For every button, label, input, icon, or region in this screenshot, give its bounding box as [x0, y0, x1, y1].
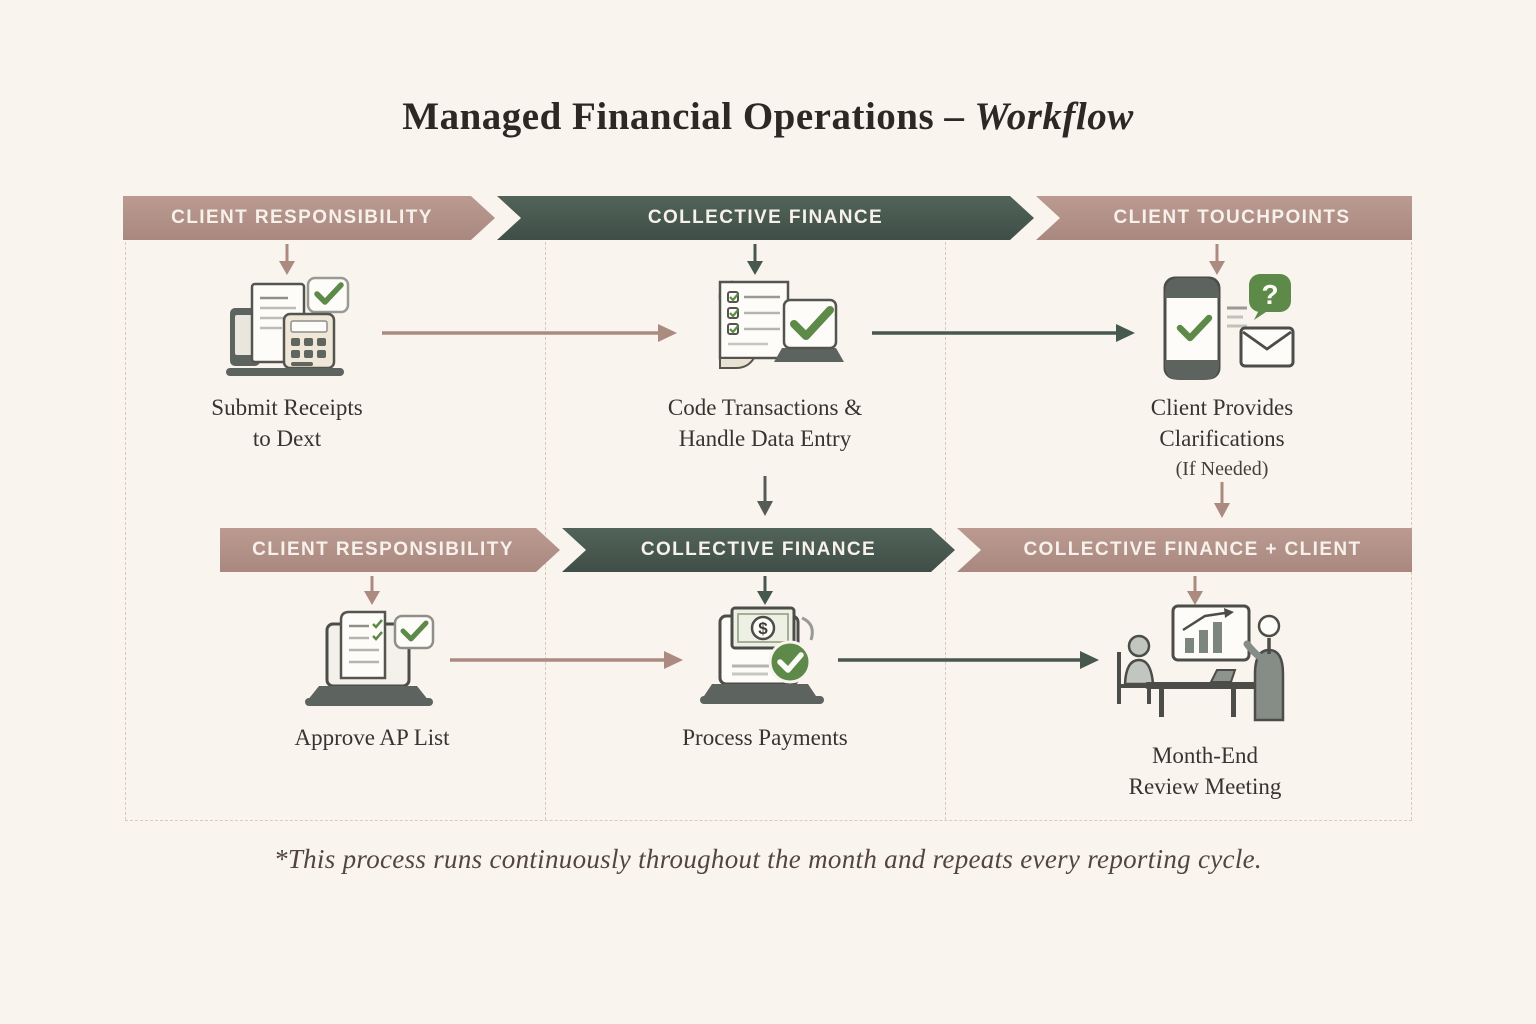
label-line: Approve AP List	[294, 725, 450, 750]
banner-label: COLLECTIVE FINANCE	[640, 539, 877, 560]
step-label-month-end-review: Month-End Review Meeting	[1075, 740, 1335, 802]
grid-line-vertical	[945, 242, 946, 820]
label-line: Code Transactions &	[667, 395, 863, 420]
label-line: Submit Receipts	[211, 395, 363, 420]
step-label-submit-receipts: Submit Receipts to Dext	[157, 392, 417, 454]
grid-line-horizontal	[125, 820, 1412, 821]
down-arrow	[279, 244, 295, 275]
down-arrow	[747, 244, 763, 275]
footnote: *This process runs continuously througho…	[274, 844, 1262, 874]
banner-label: CLIENT TOUCHPOINTS	[1113, 207, 1351, 228]
label-line: Clarifications	[1159, 426, 1285, 451]
label-line: Month-End	[1151, 743, 1259, 768]
receipt-list-check-icon	[688, 272, 848, 385]
title-main: Managed Financial Operations –	[402, 95, 965, 138]
banner-collective-finance-client: COLLECTIVE FINANCE + CLIENT	[957, 528, 1412, 572]
step-label-code-transactions: Code Transactions & Handle Data Entry	[605, 392, 925, 454]
receipt-calculator-check-icon	[212, 274, 362, 385]
laptop-ap-list-icon	[297, 604, 447, 721]
flow-arrow-right	[838, 651, 1099, 669]
banner-client-responsibility-1: CLIENT RESPONSIBILITY	[123, 196, 495, 240]
grid-line-vertical	[125, 242, 126, 820]
label-subline: (If Needed)	[1175, 458, 1269, 480]
step-label-process-payments: Process Payments	[635, 722, 895, 753]
banner-client-responsibility-2: CLIENT RESPONSIBILITY	[220, 528, 560, 572]
step-label-client-clarifications: Client Provides Clarifications (If Neede…	[1072, 392, 1372, 485]
flow-arrow-right	[872, 324, 1135, 342]
down-arrow	[1214, 482, 1230, 518]
banner-collective-finance-1: COLLECTIVE FINANCE	[497, 196, 1034, 240]
page-title: Managed Financial Operations –Workflow	[0, 94, 1536, 139]
down-arrow	[757, 476, 773, 516]
meeting-presentation-icon	[1115, 600, 1295, 727]
banner-label: COLLECTIVE FINANCE + CLIENT	[1023, 539, 1362, 560]
phone-question-envelope-icon: ?	[1147, 272, 1297, 389]
banner-client-touchpoints: CLIENT TOUCHPOINTS	[1036, 196, 1412, 240]
down-arrow	[757, 576, 773, 605]
grid-line-vertical	[545, 242, 546, 820]
step-label-approve-ap-list: Approve AP List	[242, 722, 502, 753]
banner-label: CLIENT RESPONSIBILITY	[171, 207, 433, 228]
label-line: Process Payments	[682, 725, 848, 750]
banner-collective-finance-2: COLLECTIVE FINANCE	[562, 528, 955, 572]
svg-text:?: ?	[1261, 279, 1278, 310]
flow-arrow-right	[450, 651, 683, 669]
banner-label: CLIENT RESPONSIBILITY	[252, 539, 514, 560]
title-emphasis: Workflow	[974, 95, 1134, 138]
label-line: Review Meeting	[1128, 774, 1282, 799]
label-line: Handle Data Entry	[678, 426, 852, 451]
label-line: to Dext	[252, 426, 322, 451]
down-arrow	[1209, 244, 1225, 275]
flow-arrow-right	[382, 324, 677, 342]
laptop-payment-check-icon: $	[690, 604, 840, 721]
label-line: Client Provides	[1150, 395, 1294, 420]
down-arrow	[364, 576, 380, 605]
svg-text:$: $	[758, 619, 768, 638]
down-arrow	[1187, 576, 1203, 605]
banner-label: COLLECTIVE FINANCE	[647, 207, 884, 228]
